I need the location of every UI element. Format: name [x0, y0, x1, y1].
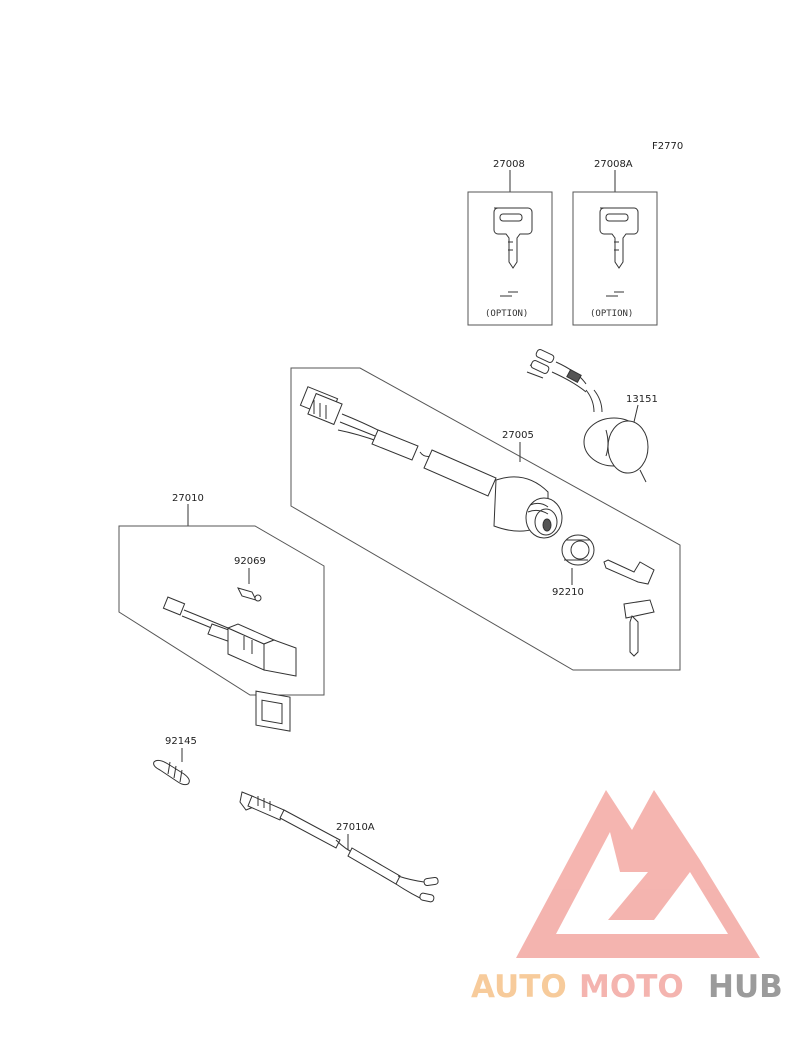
label-92210: 92210	[552, 587, 584, 598]
label-27008a: 27008A	[594, 159, 633, 170]
key-pair-icon	[603, 559, 655, 657]
key-mark-icon	[606, 291, 624, 297]
label-27010: 27010	[172, 493, 204, 504]
figure-code: F2770	[652, 141, 683, 152]
label-92069: 92069	[234, 556, 266, 567]
nut-92210: 92210	[552, 534, 595, 598]
logo-triangle-icon	[516, 790, 760, 958]
label-13151: 13151	[626, 394, 658, 405]
key-mark-icon	[500, 291, 518, 297]
switch-cover-13151: 13151	[526, 349, 658, 483]
label-27010a: 27010A	[336, 822, 375, 833]
key-27008a-box: 27008A (OPTION)	[572, 159, 658, 326]
label-92145: 92145	[165, 736, 197, 747]
switch-27010	[162, 596, 297, 732]
bulb-92069: 92069	[234, 556, 266, 602]
key-icon	[493, 207, 533, 269]
watermark-hub: HUB	[708, 969, 783, 1005]
label-27005: 27005	[502, 430, 534, 441]
switch-assy-group: 27010 92069	[118, 493, 325, 732]
watermark-auto: AUTO	[471, 969, 567, 1005]
label-27008: 27008	[493, 159, 525, 170]
bulb-92145: 92145	[153, 736, 197, 786]
option-label-a: (OPTION)	[485, 309, 528, 319]
key-icon	[599, 207, 639, 269]
option-label-b: (OPTION)	[590, 309, 633, 319]
ignition-switch-27005: 27005	[299, 386, 563, 539]
ignition-switch-group: 13151 27005 92210	[290, 349, 681, 671]
key-27008-box: 27008 (OPTION)	[467, 159, 553, 326]
watermark-logo: AUTO MOTO HUB	[471, 790, 783, 1005]
watermark-moto: MOTO	[579, 969, 684, 1005]
switch-harness-27010a: 27010A	[239, 791, 439, 903]
